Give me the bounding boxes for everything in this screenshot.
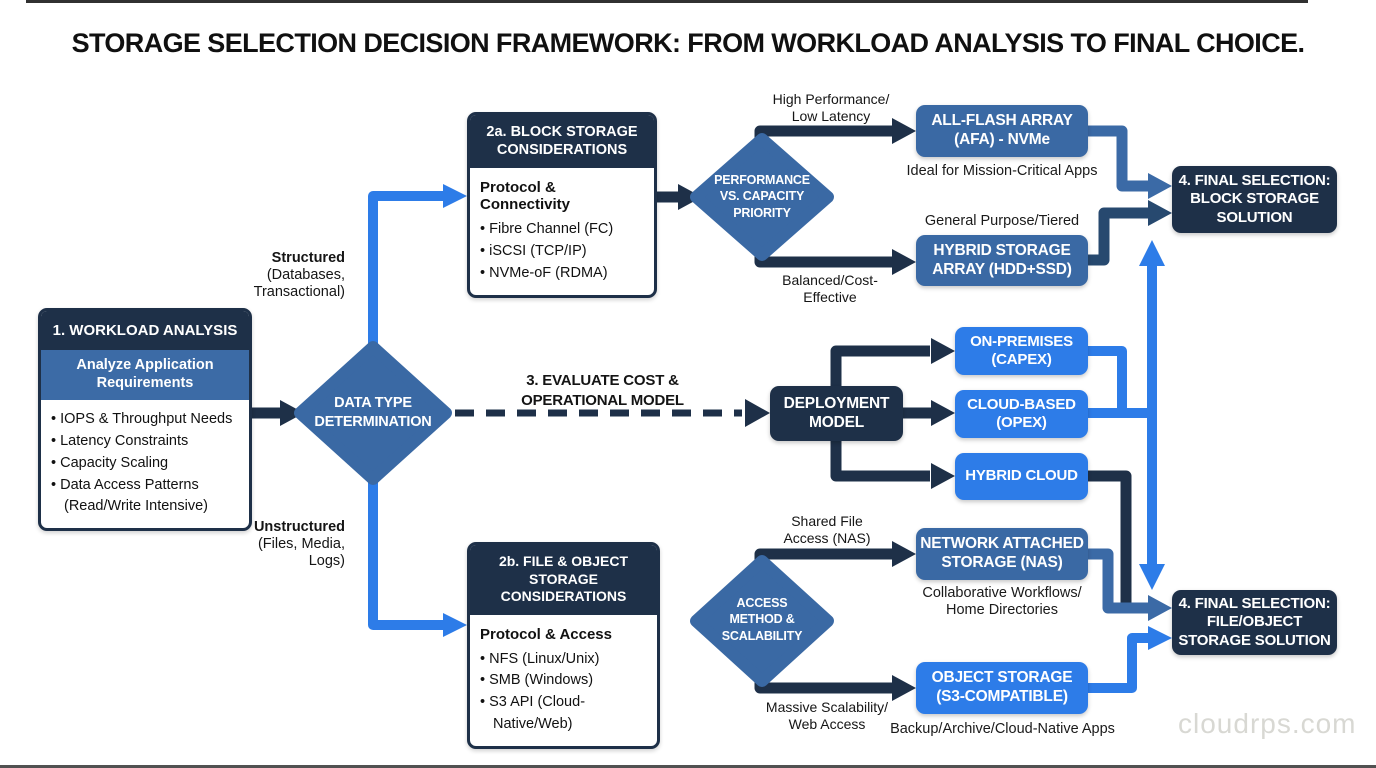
top-edge-bar xyxy=(26,0,1308,3)
block-considerations-header: 2a. BLOCK STORAGE CONSIDERATIONS xyxy=(470,115,654,169)
dark-navy-arrowheads xyxy=(280,118,955,701)
general-purpose-label: General Purpose/Tiered xyxy=(924,213,1080,229)
file-object-considerations-box: 2b. FILE & OBJECT STORAGE CONSIDERATIONS… xyxy=(467,542,660,749)
block-bullet: Fibre Channel (FC) xyxy=(480,219,644,241)
file-object-considerations-header: 2b. FILE & OBJECT STORAGE CONSIDERATIONS xyxy=(470,545,657,615)
block-bullet-list: Fibre Channel (FC) iSCSI (TCP/IP) NVMe-o… xyxy=(480,219,644,284)
workload-bullet: Data Access Patterns (Read/Write Intensi… xyxy=(51,475,241,519)
block-considerations-body: Protocol & Connectivity Fibre Channel (F… xyxy=(470,168,654,294)
block-bullet: NVMe-oF (RDMA) xyxy=(480,263,644,285)
object-storage-node: OBJECT STORAGE (S3-COMPATIBLE) xyxy=(916,662,1088,714)
shared-file-label: Shared File Access (NAS) xyxy=(783,513,871,547)
nas-caption: Collaborative Workflows/ Home Directorie… xyxy=(922,585,1082,619)
workload-bullet-list: IOPS & Throughput Needs Latency Constrai… xyxy=(51,409,241,518)
structured-sub: (Databases, Transactional) xyxy=(253,267,345,301)
steel-blue-arrowheads xyxy=(1148,173,1172,621)
structured-title: Structured xyxy=(271,250,345,266)
unstructured-sub: (Files, Media, Logs) xyxy=(257,536,345,570)
block-body-title: Protocol & Connectivity xyxy=(480,179,571,214)
balanced-label: Balanced/Cost- Effective xyxy=(782,272,878,306)
final-selection-file-object-node: 4. FINAL SELECTION: FILE/OBJECT STORAGE … xyxy=(1172,590,1337,655)
massive-scalability-label: Massive Scalability/ Web Access xyxy=(765,699,889,733)
access-diamond xyxy=(690,555,834,687)
file-object-bullet: SMB (Windows) xyxy=(480,670,647,692)
data-type-diamond xyxy=(294,341,452,485)
on-premises-node: ON-PREMISES (CAPEX) xyxy=(955,327,1088,375)
object-storage-caption: Backup/Archive/Cloud-Native Apps xyxy=(890,721,1115,737)
workload-analysis-box: 1. WORKLOAD ANALYSIS Analyze Application… xyxy=(38,308,252,531)
file-object-body-title: Protocol & Access xyxy=(480,625,612,643)
all-flash-array-node: ALL-FLASH ARRAY (AFA) - NVMe xyxy=(916,105,1088,157)
final-selection-block-node: 4. FINAL SELECTION: BLOCK STORAGE SOLUTI… xyxy=(1172,166,1337,233)
access-diamond-label: ACCESS METHOD & SCALABILITY xyxy=(721,596,803,643)
structured-branch-label: Structured (Databases, Transactional) xyxy=(233,250,345,301)
workload-bullet: IOPS & Throughput Needs xyxy=(51,409,241,431)
mid-blue-connectors xyxy=(1088,207,1150,266)
performance-diamond xyxy=(690,133,834,261)
evaluate-cost-label: 3. EVALUATE COST & OPERATIONAL MODEL xyxy=(521,372,684,409)
file-object-considerations-body: Protocol & Access NFS (Linux/Unix) SMB (… xyxy=(470,615,657,746)
bottom-edge-bar xyxy=(0,765,1376,768)
bright-blue-arrowheads xyxy=(443,184,1172,650)
high-performance-label: High Performance/ Low Latency xyxy=(772,91,890,125)
hybrid-storage-array-node: HYBRID STORAGE ARRAY (HDD+SSD) xyxy=(916,235,1088,286)
steel-blue-connectors xyxy=(1088,125,1150,614)
performance-diamond-label: PERFORMANCE VS. CAPACITY PRIORITY xyxy=(714,173,810,220)
workload-subheader: Analyze Application Requirements xyxy=(41,350,249,401)
block-bullet: iSCSI (TCP/IP) xyxy=(480,241,644,263)
workload-bullet: Latency Constraints xyxy=(51,431,241,453)
cloud-based-node: CLOUD-BASED (OPEX) xyxy=(955,390,1088,438)
data-type-diamond-label: DATA TYPE DETERMINATION xyxy=(314,395,432,430)
watermark: cloudrps.com xyxy=(1178,708,1357,739)
workload-bullet: Capacity Scaling xyxy=(51,453,241,475)
nas-node: NETWORK ATTACHED STORAGE (NAS) xyxy=(916,528,1088,580)
unstructured-title: Unstructured xyxy=(253,519,345,535)
unstructured-branch-label: Unstructured (Files, Media, Logs) xyxy=(233,519,345,570)
decision-diamonds xyxy=(294,133,834,687)
mid-blue-arrowheads xyxy=(1148,200,1172,226)
workload-body: IOPS & Throughput Needs Latency Constrai… xyxy=(41,400,249,528)
workload-header: 1. WORKLOAD ANALYSIS xyxy=(41,311,249,350)
file-object-bullet: NFS (Linux/Unix) xyxy=(480,649,647,671)
block-storage-considerations-box: 2a. BLOCK STORAGE CONSIDERATIONS Protoco… xyxy=(467,112,657,298)
file-object-bullet: S3 API (Cloud-Native/Web) xyxy=(480,692,647,736)
diagram-title: STORAGE SELECTION DECISION FRAMEWORK: FR… xyxy=(71,28,1305,58)
afa-caption: Ideal for Mission-Critical Apps xyxy=(906,163,1098,179)
hybrid-cloud-node: HYBRID CLOUD xyxy=(955,453,1088,500)
deployment-model-node: DEPLOYMENT MODEL xyxy=(770,386,903,441)
file-object-bullet-list: NFS (Linux/Unix) SMB (Windows) S3 API (C… xyxy=(480,649,647,736)
